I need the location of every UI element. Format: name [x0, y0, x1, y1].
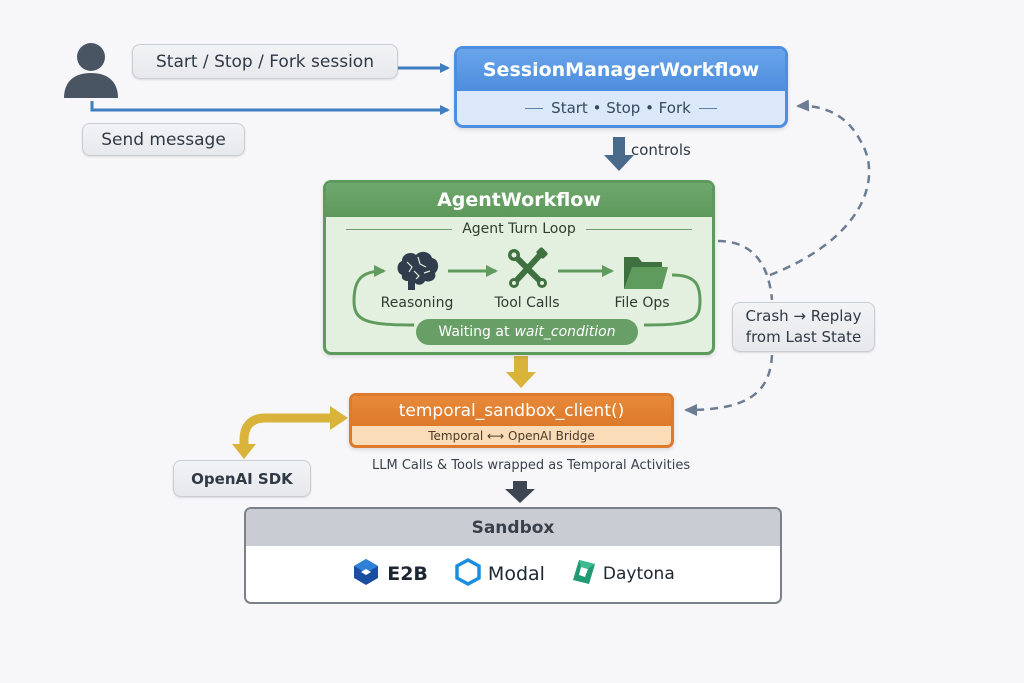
e2b-logo-icon — [351, 557, 381, 591]
temporal-client-subtitle: Temporal ⟷ OpenAI Bridge — [428, 428, 595, 443]
session-manager-subtitle: Start • Stop • Fork — [457, 91, 785, 125]
send-message-label: Send message — [82, 123, 245, 156]
brain-icon — [394, 249, 440, 291]
crash-replay-label: Crash → Replay from Last State — [732, 302, 875, 352]
client-openai-bridge-arrow — [232, 406, 348, 459]
provider-daytona-name: Daytona — [602, 564, 675, 584]
controls-label: controls — [631, 141, 691, 159]
activities-caption: LLM Calls & Tools wrapped as Temporal Ac… — [372, 458, 691, 473]
session-manager-workflow-box: SessionManagerWorkflow Start • Stop • Fo… — [454, 46, 788, 128]
wait-prefix: Waiting at — [438, 324, 510, 340]
crash-replay-line2: from Last State — [745, 328, 862, 346]
openai-sdk-label: OpenAI SDK — [173, 460, 311, 497]
dashed-crash-to-client — [684, 354, 774, 416]
crash-replay-line1: Crash → Replay — [745, 307, 862, 325]
provider-e2b: E2B — [351, 557, 428, 591]
start-stop-fork-label: Start / Stop / Fork session — [132, 44, 398, 79]
sandbox-box: Sandbox E2B Modal — [244, 507, 782, 604]
client-to-sandbox-arrow — [505, 481, 535, 503]
tools-icon — [506, 247, 550, 291]
dashed-crash-to-session — [769, 99, 871, 277]
wait-condition-name: wait_condition — [514, 324, 616, 340]
agent-workflow-title: AgentWorkflow — [326, 183, 712, 217]
loop-back-path — [352, 265, 415, 327]
agent-loop-arrows — [352, 265, 702, 327]
divider — [585, 228, 692, 230]
user-avatar-icon — [62, 40, 120, 100]
temporal-client-title: temporal_sandbox_client() — [352, 396, 671, 426]
loop-return-path — [643, 273, 702, 327]
agent-turn-loop-label: Agent Turn Loop — [462, 221, 576, 237]
step-reasoning-label: Reasoning — [380, 295, 454, 311]
temporal-sandbox-client-box: temporal_sandbox_client() Temporal ⟷ Ope… — [349, 393, 674, 448]
daytona-logo-icon — [571, 558, 597, 590]
provider-modal-name: Modal — [487, 563, 545, 585]
step-file-ops-label: File Ops — [614, 295, 670, 311]
provider-e2b-name: E2B — [387, 563, 428, 585]
wait-condition-status: Waiting at wait_condition — [416, 319, 638, 345]
agent-to-client-arrow — [506, 356, 536, 388]
step-tool-calls-label: Tool Calls — [494, 295, 560, 311]
agent-workflow-box: AgentWorkflow Agent Turn Loop Reasoning — [323, 180, 715, 355]
divider — [525, 107, 544, 109]
controls-arrow — [604, 137, 634, 171]
modal-logo-icon — [454, 557, 482, 591]
agent-turn-loop-heading: Agent Turn Loop — [326, 221, 712, 237]
divider — [346, 228, 453, 230]
folder-icon — [622, 253, 670, 291]
provider-daytona: Daytona — [571, 558, 675, 590]
session-actions: Start • Stop • Fork — [551, 99, 691, 117]
divider — [698, 107, 717, 109]
dashed-agent-to-crash — [717, 239, 774, 301]
sandbox-providers: E2B Modal Daytona — [246, 546, 780, 602]
sandbox-title: Sandbox — [246, 509, 780, 546]
session-manager-title: SessionManagerWorkflow — [457, 49, 785, 91]
arrow-send-message — [90, 101, 450, 115]
provider-modal: Modal — [454, 557, 545, 591]
